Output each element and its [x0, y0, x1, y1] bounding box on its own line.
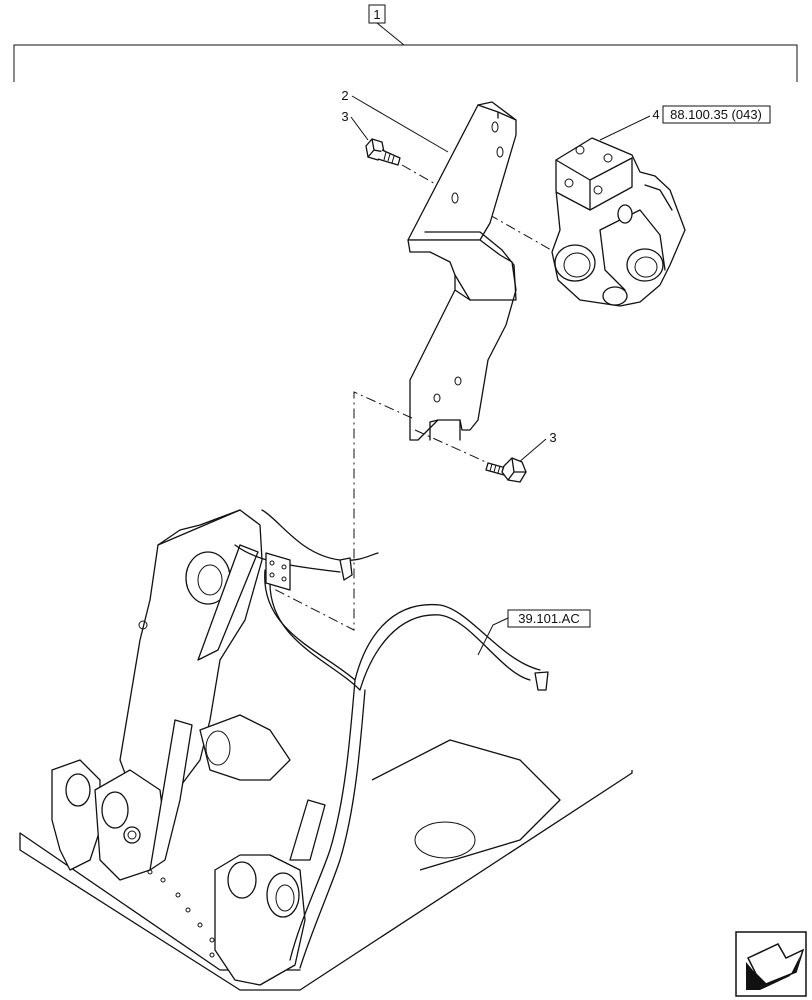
- bracket-callout: 2: [341, 88, 449, 153]
- valve-reference: 88.100.35 (043): [670, 107, 762, 122]
- bolt-lower-callout: 3: [517, 430, 557, 464]
- valve-callout: 4 88.100.35 (043): [599, 105, 771, 141]
- bolt-upper-callout: 3: [341, 109, 369, 141]
- bolt-lower-number: 3: [549, 430, 556, 445]
- valve-number: 4: [652, 107, 659, 122]
- assembly-number: 1: [373, 7, 380, 22]
- loader-frame: [19, 509, 633, 991]
- next-page-arrow-icon[interactable]: [735, 931, 807, 997]
- assembly-callout: 1: [13, 4, 798, 82]
- bolt-lower: [485, 457, 527, 483]
- bolt-upper-number: 3: [341, 109, 348, 124]
- bracket: [407, 101, 517, 441]
- harness-callout: 39.101.AC: [477, 609, 591, 656]
- harness-reference: 39.101.AC: [518, 611, 579, 626]
- bracket-mount-axis: [271, 391, 413, 631]
- bracket-number: 2: [341, 88, 348, 103]
- bolt-lower-axis: [414, 429, 489, 464]
- bolt-upper: [365, 138, 401, 166]
- control-valve: [551, 137, 686, 307]
